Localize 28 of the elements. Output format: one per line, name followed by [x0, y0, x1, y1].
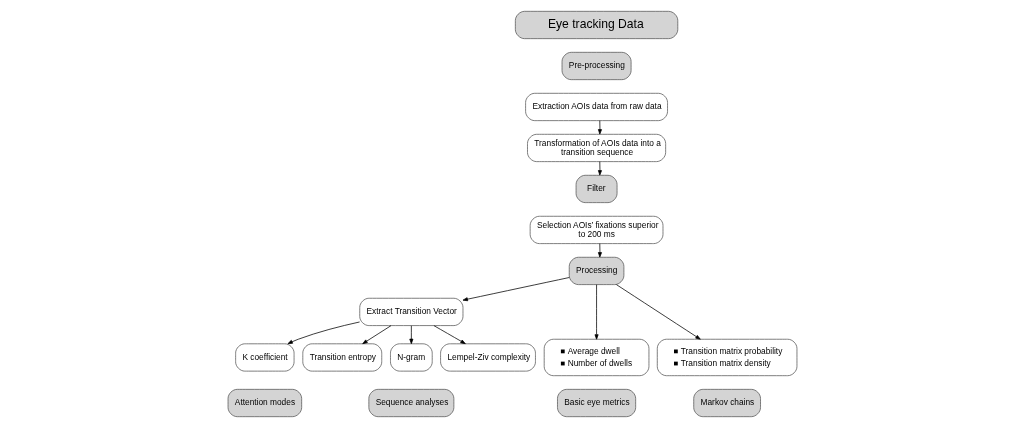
node-box: Eye tracking Data: [514, 10, 678, 40]
node-box: Sequence analyses: [367, 388, 454, 418]
node-box: Extraction AOIs data from raw data: [524, 92, 668, 121]
node-box: Transition matrix probability Transition matrix density: [656, 338, 797, 377]
arrow: [615, 284, 701, 340]
node-box: Markov chains: [692, 388, 761, 418]
arrow: [597, 243, 602, 258]
node-box: Filter: [575, 174, 617, 203]
node-box: Lempel-Ziv complexity: [439, 343, 536, 372]
node-box: Pre-processing: [561, 51, 631, 80]
arrow: [597, 161, 602, 176]
node-box: Average dwell Number of dwells: [543, 338, 649, 377]
arrow: [597, 120, 602, 135]
node-box: Attention modes: [227, 388, 302, 418]
node-box: Processing: [568, 256, 624, 285]
arrow: [462, 277, 570, 302]
arrow: [433, 325, 466, 345]
node-box: Extract Transition Vector: [358, 297, 463, 326]
arrow: [361, 325, 391, 345]
arrow: [408, 325, 413, 345]
node-box: N-gram: [389, 343, 433, 372]
arrow: [287, 321, 360, 345]
node-box: K coefficient: [234, 343, 294, 372]
node-box: Basic eye metrics: [556, 388, 636, 418]
arrow: [594, 284, 599, 340]
node-box: Selection AOIs’ fixations superior to 200 ms: [529, 215, 663, 244]
node-box: Transition entropy: [301, 343, 382, 372]
node-box: Transformation of AOIs data into a transition sequence: [526, 133, 666, 162]
